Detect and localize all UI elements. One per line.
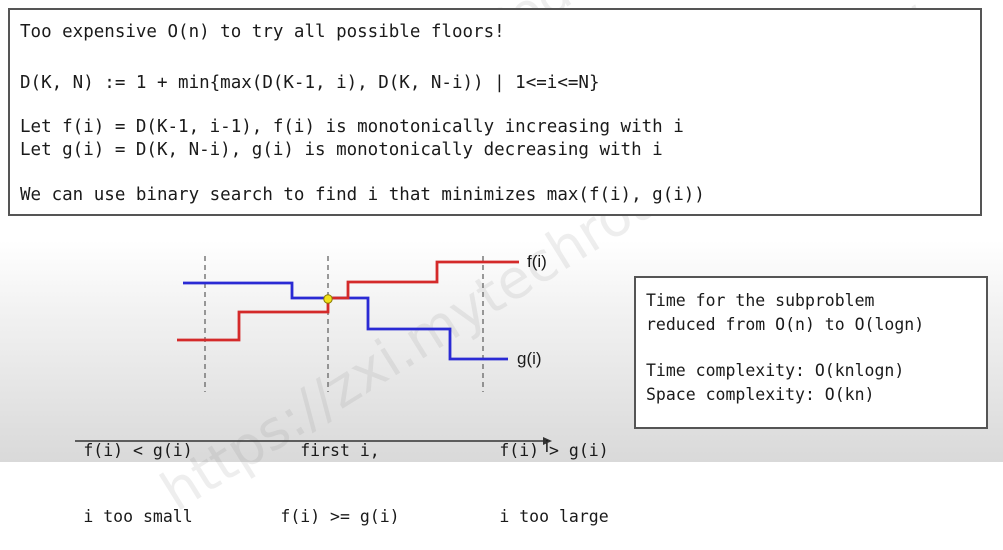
region-right-line2: i too large	[499, 507, 609, 526]
monotonic-functions-diagram	[75, 256, 552, 445]
region-left-label: f(i) < g(i) i too small	[68, 396, 208, 550]
x-axis-label: i	[545, 437, 549, 456]
region-middle-line1: first i,	[300, 441, 380, 460]
complexity-line-reduced: reduced from O(n) to O(logn)	[646, 315, 925, 334]
g-step-line	[183, 281, 508, 361]
explanation-line-g: Let g(i) = D(K, N-i), g(i) is monotonica…	[20, 140, 663, 160]
explanation-line-cost: Too expensive O(n) to try all possible f…	[20, 22, 505, 42]
f-curve-label: f(i)	[527, 252, 547, 271]
region-right-line1: f(i) > g(i)	[499, 441, 609, 460]
explanation-box: Too expensive O(n) to try all possible f…	[8, 8, 982, 216]
complexity-line-space: Space complexity: O(kn)	[646, 385, 875, 404]
intersection-point	[323, 294, 333, 304]
region-left-line1: f(i) < g(i)	[83, 441, 193, 460]
region-middle-line2: f(i) >= g(i)	[280, 507, 400, 526]
explanation-line-binary-search: We can use binary search to find i that …	[20, 185, 705, 205]
complexity-box: Time for the subproblem reduced from O(n…	[634, 276, 988, 429]
explanation-line-recurrence: D(K, N) := 1 + min{max(D(K-1, i), D(K, N…	[20, 73, 600, 93]
f-step-line	[177, 260, 519, 342]
explanation-line-f: Let f(i) = D(K-1, i-1), f(i) is monotoni…	[20, 117, 684, 137]
g-curve-label: g(i)	[517, 349, 542, 368]
complexity-line-time: Time complexity: O(knlogn)	[646, 361, 905, 380]
region-right-label: f(i) > g(i) i too large	[484, 396, 624, 550]
x-axis-arrow	[543, 437, 552, 445]
region-left-line2: i too small	[83, 507, 193, 526]
region-middle-label: first i, f(i) >= g(i)	[270, 396, 410, 550]
complexity-line-subproblem: Time for the subproblem	[646, 291, 875, 310]
